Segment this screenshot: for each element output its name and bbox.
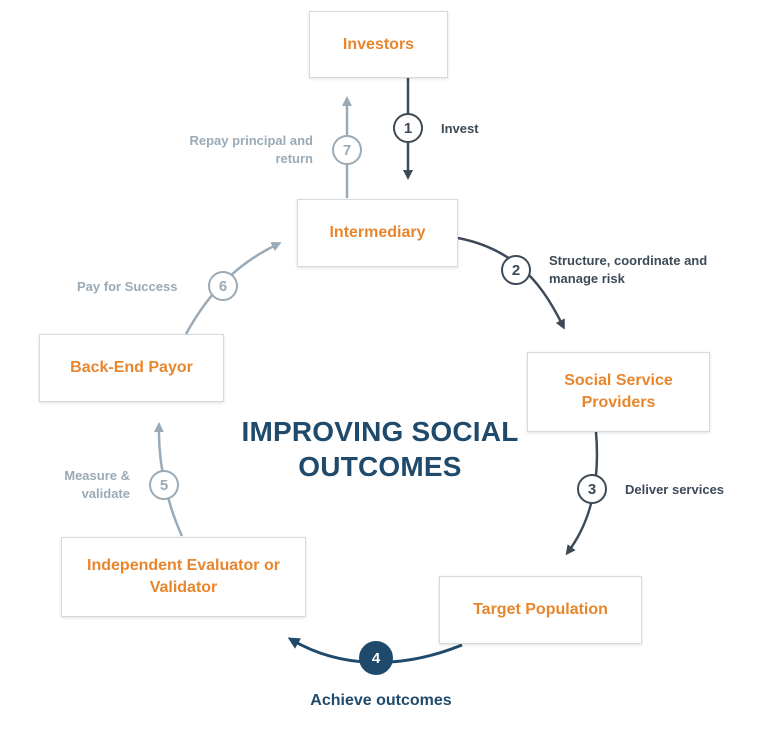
step-2-label: Structure, coordinate and manage risk	[549, 253, 708, 286]
step-1-badge: 1	[393, 113, 423, 143]
step-7-badge: 7	[332, 135, 362, 165]
intermediary-label: Intermediary	[329, 224, 426, 242]
investors-box: Investors	[309, 11, 448, 78]
social-service-providers-label: Social Service Providers	[564, 372, 673, 411]
step-5-badge: 5	[149, 470, 179, 500]
step-4-badge: 4	[359, 641, 393, 675]
step-3-badge: 3	[577, 474, 607, 504]
step-6-label: Pay for Success	[77, 279, 178, 294]
independent-evaluator-box: Independent Evaluator or Validator	[61, 537, 306, 617]
intermediary-box: Intermediary	[297, 199, 458, 267]
step-2-badge: 2	[501, 255, 531, 285]
social-service-providers-box: Social Service Providers	[527, 352, 710, 432]
step-4-label: Achieve outcomes	[310, 692, 452, 709]
investors-label: Investors	[342, 35, 415, 53]
step-6-badge: 6	[208, 271, 238, 301]
target-population-label: Target Population	[473, 601, 608, 619]
step-7-label: Repay principal and return	[189, 133, 313, 166]
step-1-label: Invest	[441, 121, 479, 136]
target-population-box: Target Population	[439, 576, 642, 644]
diagram-title: IMPROVING SOCIAL OUTCOMES	[241, 416, 519, 482]
step-5-label: Measure & validate	[64, 468, 130, 501]
independent-evaluator-label: Independent Evaluator or Validator	[87, 557, 280, 596]
step-3-label: Deliver services	[625, 482, 725, 497]
back-end-payor-box: Back-End Payor	[39, 334, 224, 402]
back-end-payor-label: Back-End Payor	[70, 359, 193, 377]
